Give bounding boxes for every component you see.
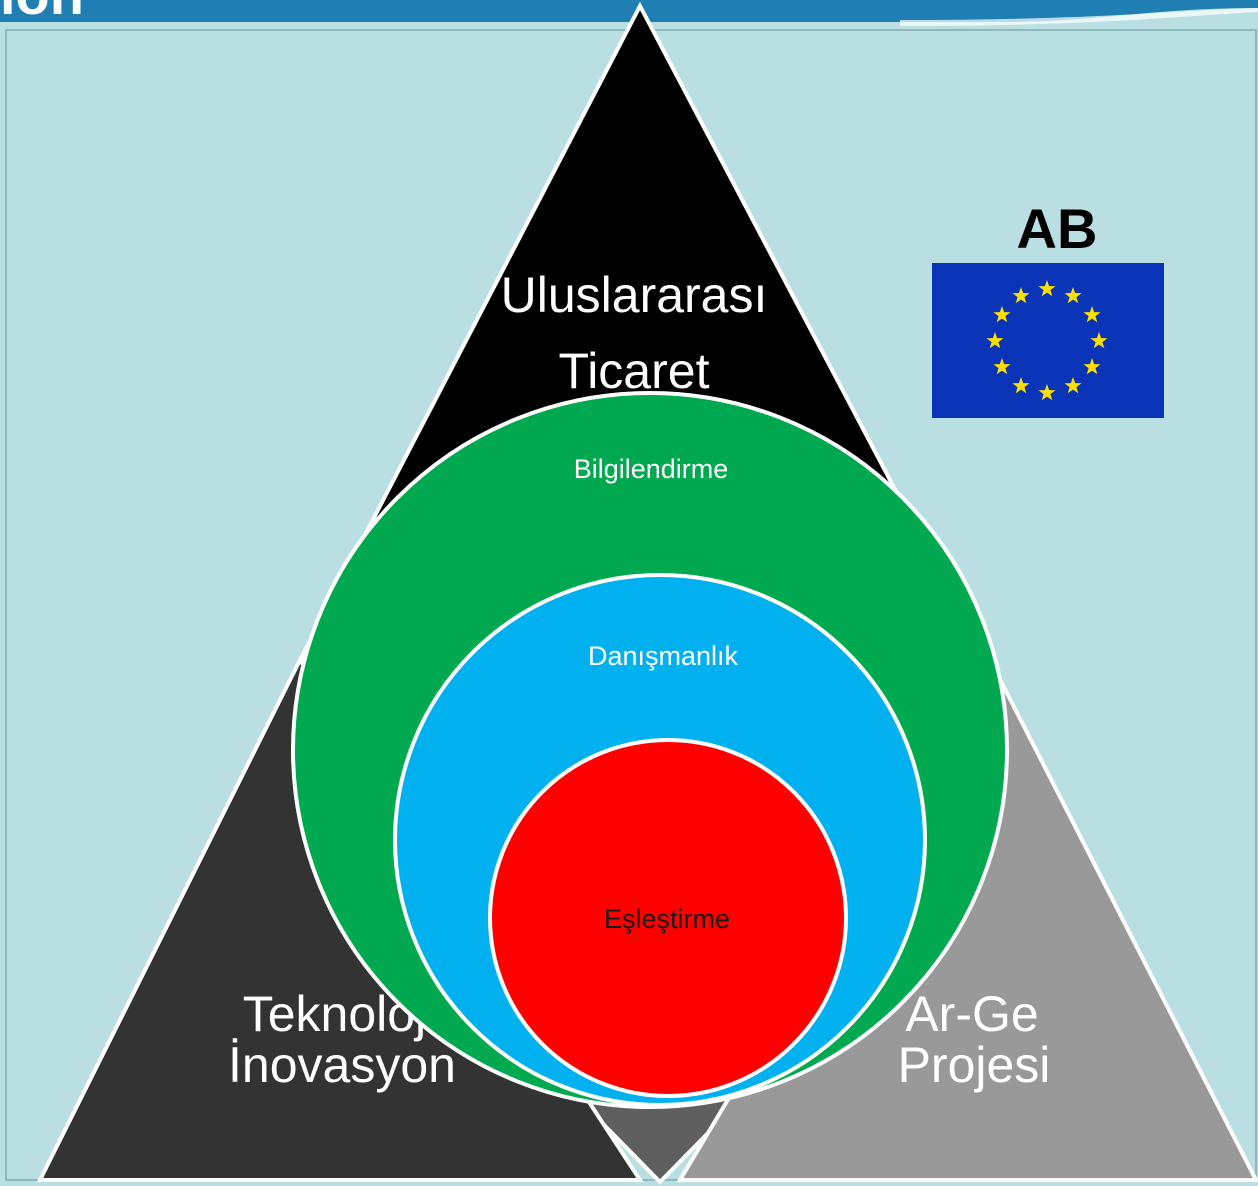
right-triangle-label-line1: Ar-Ge <box>905 986 1038 1042</box>
outer-circle-label: Bilgilendirme <box>574 454 729 484</box>
top-triangle-label-line2: Ticaret <box>559 343 710 399</box>
eu-star-icon <box>1038 384 1056 401</box>
top-triangle-label-line1: Uluslararası <box>501 267 768 323</box>
eu-star-icon <box>1090 332 1108 349</box>
eu-star-icon <box>1012 286 1030 304</box>
right-triangle-label-line2: Projesi <box>898 1037 1051 1093</box>
eu-flag-icon <box>932 263 1164 418</box>
header-bar-highlight <box>900 8 1258 26</box>
eu-star-icon <box>1083 306 1101 323</box>
inner-circle-label: Eşleştirme <box>604 904 730 934</box>
eu-star-icon <box>1064 286 1082 304</box>
inner-circle <box>488 738 848 1098</box>
left-triangle-label-line2: İnovasyon <box>228 1037 456 1093</box>
eu-star-icon <box>993 306 1011 323</box>
eu-star-icon <box>986 332 1004 349</box>
middle-circle-label: Danışmanlık <box>588 641 739 671</box>
eu-star-icon <box>1038 280 1056 297</box>
eu-star-icon <box>1012 377 1030 394</box>
header-bar <box>0 0 1258 22</box>
header-title-fragment: ion <box>0 0 84 26</box>
eu-star-icon <box>1083 358 1101 375</box>
eu-label: AB <box>1017 197 1098 260</box>
eu-star-icon <box>993 358 1011 375</box>
eu-star-icon <box>1064 377 1082 394</box>
